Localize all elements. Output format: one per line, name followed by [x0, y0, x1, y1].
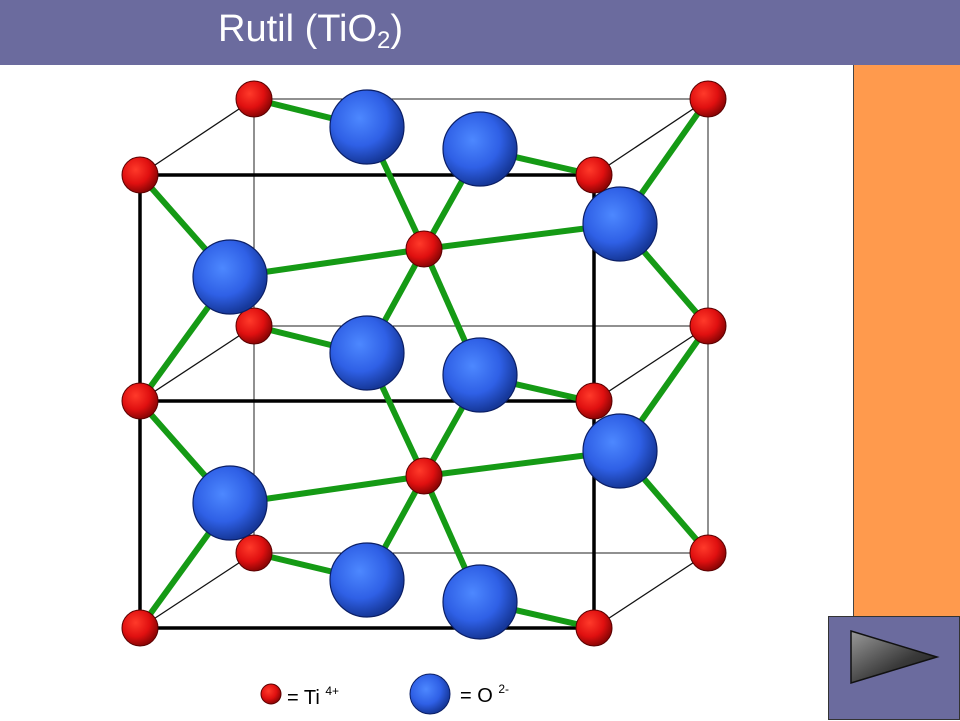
play-arrow-icon	[850, 629, 940, 685]
legend	[260, 673, 451, 715]
ti-atom	[235, 307, 273, 345]
cell-edge-depth	[139, 325, 255, 402]
cell-edge-depth	[139, 98, 255, 176]
cell-edges	[138, 98, 709, 630]
o-atom	[329, 89, 405, 165]
o-atom	[442, 564, 518, 640]
slide-title: Rutil (TiO2)	[218, 8, 403, 55]
cell-edge-depth	[593, 325, 709, 402]
o-atom	[329, 542, 405, 618]
legend-ti-text: = Ti	[287, 687, 320, 709]
cell-edge-depth	[139, 552, 255, 629]
legend-o-atom	[409, 673, 451, 715]
legend-ti-atom	[260, 683, 282, 705]
o-atom	[442, 337, 518, 413]
cell-edge-depth	[593, 552, 709, 629]
o-atom	[442, 111, 518, 187]
ti-atom	[235, 534, 273, 572]
title-subscript: 2	[377, 27, 391, 54]
legend-ti-charge: 4+	[325, 684, 340, 698]
ti-atom	[689, 307, 727, 345]
ti-atom	[575, 609, 613, 647]
o-atom	[582, 186, 658, 262]
legend-o-charge: 2-	[498, 682, 510, 696]
title-close-paren: )	[390, 8, 404, 50]
legend-o-text: = O	[460, 685, 493, 707]
ti-atom	[405, 230, 443, 268]
ti-atom	[689, 534, 727, 572]
o-atom	[329, 315, 405, 391]
ti-atom	[689, 80, 727, 118]
legend-o-label: = O 2-	[460, 682, 509, 708]
ti-atom	[405, 457, 443, 495]
title-bar: Rutil (TiO2)	[0, 0, 960, 65]
ti-atom	[121, 156, 159, 194]
side-panel	[853, 65, 960, 620]
ti-atom	[121, 382, 159, 420]
o-atom	[192, 465, 268, 541]
ti-atom	[575, 382, 613, 420]
o-atom	[192, 239, 268, 315]
atoms	[121, 80, 727, 647]
ti-atom	[121, 609, 159, 647]
ti-o-bonds	[137, 96, 711, 631]
o-atom	[582, 413, 658, 489]
title-main: Rutil (TiO	[218, 8, 378, 50]
ti-atom	[235, 80, 273, 118]
ti-atom	[575, 156, 613, 194]
legend-ti-label: = Ti 4+	[287, 684, 339, 710]
cell-edge-depth	[593, 98, 709, 176]
